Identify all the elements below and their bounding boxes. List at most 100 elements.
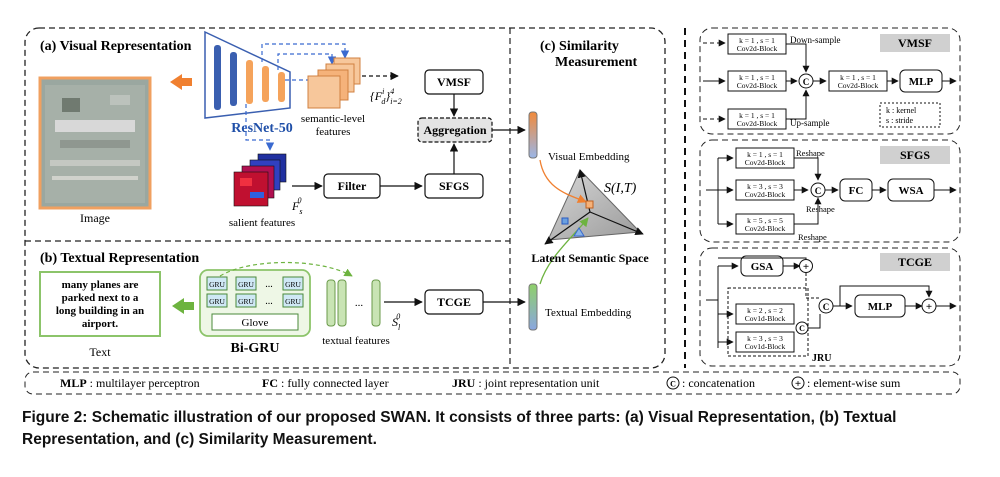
other-point bbox=[561, 217, 569, 225]
feature-dots: ... bbox=[355, 297, 364, 309]
gru-dots-2: ... bbox=[265, 296, 273, 307]
text-label: Text bbox=[89, 345, 111, 359]
text-line-3: long building in an bbox=[56, 305, 144, 317]
sfgs-reshape-1: Reshape bbox=[796, 148, 825, 158]
vmsf-legend-s: s : stride bbox=[886, 116, 914, 125]
bigru-feature-arrow bbox=[219, 261, 353, 277]
similarity-score: S(I,T) bbox=[604, 181, 637, 196]
tcge-b2-k: k = 3 , s = 3 bbox=[747, 334, 783, 343]
similarity-measurement: (c) Similarity Measurement Visual Embedd… bbox=[528, 39, 649, 331]
textual-embedding-bar bbox=[528, 283, 538, 331]
glove-box bbox=[211, 313, 299, 331]
textual-to-space-arrow bbox=[539, 217, 589, 285]
legend: MLP : multilayer perceptron FC : fully c… bbox=[24, 371, 961, 395]
tcge-jru: JRU bbox=[812, 353, 831, 364]
legend-concat: : concatenation bbox=[682, 376, 755, 390]
resnet-layer-5 bbox=[278, 72, 285, 102]
glove-label: Glove bbox=[242, 317, 269, 329]
resnet-feature-arrow-1 bbox=[261, 43, 350, 62]
textual-point bbox=[573, 227, 585, 237]
fs-label: Fs0 bbox=[291, 196, 302, 216]
gru-dots-1: ... bbox=[265, 279, 273, 290]
text-line-4: airport. bbox=[82, 318, 119, 330]
tcge-sum-1: + bbox=[803, 261, 809, 273]
sfgs-concat: C bbox=[815, 186, 822, 196]
vmsf-b1-name: Cov2d-Block bbox=[737, 44, 778, 53]
legend-jru-val: : joint representation unit bbox=[478, 376, 600, 390]
gru-label-3: GRU bbox=[238, 280, 254, 289]
svg-text:MLP : multilayer percept: MLP : multilayer perceptron bbox=[60, 376, 200, 390]
vmsf-label: VMSF bbox=[437, 75, 471, 89]
sfgs-reshape-3: Reshape bbox=[798, 232, 827, 242]
sfgs-module: SFGS k = 1 , s = 1 Cov2d-Block k = 3 , s… bbox=[699, 139, 961, 243]
svg-text:+: + bbox=[795, 378, 801, 390]
vmsf-fuse-name: Cov2d-Block bbox=[838, 81, 879, 90]
salient-feature-maps bbox=[233, 153, 287, 207]
legend-sum: : element-wise sum bbox=[807, 376, 901, 390]
tcge-concat: C bbox=[823, 302, 830, 312]
vmsf-concat: C bbox=[803, 77, 810, 87]
gru-label-2: GRU bbox=[209, 297, 225, 306]
resnet-feature-arrow-2 bbox=[277, 53, 337, 70]
sfgs-module-title: SFGS bbox=[900, 148, 930, 162]
tcge-mlp: MLP bbox=[868, 301, 893, 313]
airport-image-content bbox=[45, 85, 145, 203]
vmsf-up: Up-sample bbox=[790, 118, 830, 128]
text-input-box bbox=[39, 271, 161, 337]
similarity-title-1: (c) Similarity bbox=[540, 39, 619, 54]
tcge-label: TCGE bbox=[437, 295, 471, 309]
visual-representation: (a) Visual Representation Image ResNet-5… bbox=[38, 30, 526, 229]
vmsf-b3-k: k = 1 , s = 1 bbox=[739, 111, 775, 120]
tcge-b1-name: Cov1d-Block bbox=[745, 314, 786, 323]
legend-fc-val: : fully connected layer bbox=[281, 376, 389, 390]
sfgs-b1-name: Cov2d-Block bbox=[745, 158, 786, 167]
salient-label: salient features bbox=[229, 217, 295, 229]
sl-label: Sl0 bbox=[392, 312, 401, 332]
tcge-concat-inner: C bbox=[799, 324, 805, 333]
semantic-label-2: features bbox=[316, 126, 351, 138]
aggregation-label: Aggregation bbox=[423, 123, 486, 137]
svg-text:C: C bbox=[670, 380, 676, 389]
resnet-layer-4 bbox=[262, 66, 269, 102]
sfgs-b3-name: Cov2d-Block bbox=[745, 224, 786, 233]
resnet-layer-3 bbox=[246, 60, 253, 104]
text-line-1: many planes are bbox=[62, 279, 139, 291]
vmsf-fuse-k: k = 1 , s = 1 bbox=[840, 73, 876, 82]
tcge-gsa: GSA bbox=[751, 261, 774, 273]
filter-label: Filter bbox=[338, 179, 367, 193]
resnet-label: ResNet-50 bbox=[231, 121, 292, 136]
vmsf-b1-k: k = 1 , s = 1 bbox=[739, 36, 775, 45]
image-to-resnet-arrow bbox=[170, 74, 192, 90]
vmsf-b2-k: k = 1 , s = 1 bbox=[739, 73, 775, 82]
vmsf-b2-name: Cov2d-Block bbox=[737, 81, 778, 90]
sfgs-reshape-2: Reshape bbox=[806, 204, 835, 214]
legend-fc-key: FC bbox=[262, 376, 278, 390]
sfgs-label: SFGS bbox=[439, 179, 469, 193]
svg-text:JRU : joint representati: JRU : joint representation unit bbox=[452, 376, 600, 390]
bigru-label: Bi-GRU bbox=[231, 341, 280, 356]
legend-mlp-val: : multilayer perceptron bbox=[90, 376, 200, 390]
semantic-label-1: semantic-level bbox=[301, 113, 365, 125]
gru-label-1: GRU bbox=[209, 280, 225, 289]
textual-features-label: textual features bbox=[322, 335, 390, 347]
legend-mlp-key: MLP bbox=[60, 376, 87, 390]
textual-feature-bars bbox=[326, 279, 381, 327]
figure-caption: Figure 2: Schematic illustration of our … bbox=[22, 409, 897, 448]
resnet-salient-arrow bbox=[245, 104, 275, 151]
tcge-sum-2: + bbox=[926, 301, 932, 313]
visual-title: (a) Visual Representation bbox=[40, 39, 192, 54]
textual-representation: (b) Textual Representation many planes a… bbox=[39, 251, 526, 359]
sfgs-fc: FC bbox=[849, 185, 864, 197]
tcge-b2-name: Cov1d-Block bbox=[745, 342, 786, 351]
visual-embedding-label: Visual Embedding bbox=[548, 151, 630, 163]
textual-title: (b) Textual Representation bbox=[40, 251, 199, 266]
svg-text:FC : fully connected lay: FC : fully connected layer bbox=[262, 376, 389, 390]
sfgs-b2-k: k = 3 , s = 3 bbox=[747, 182, 783, 191]
tcge-module: TCGE GSA + k = 2 , s = 2 Cov1d-Block k =… bbox=[699, 247, 961, 367]
gru-cells bbox=[206, 276, 304, 308]
vmsf-down: Down-sample bbox=[790, 35, 841, 45]
vmsf-b3-name: Cov2d-Block bbox=[737, 119, 778, 128]
sfgs-b1-k: k = 1 , s = 1 bbox=[747, 150, 783, 159]
